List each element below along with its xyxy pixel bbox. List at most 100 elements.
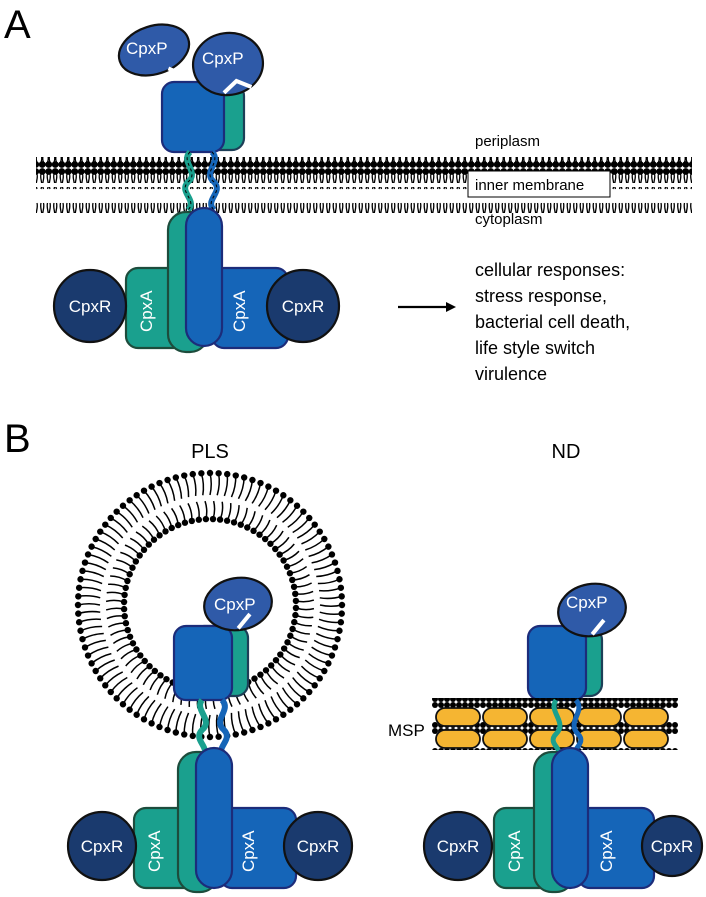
msp-helix-segment	[529, 707, 575, 727]
lipid-tail	[183, 712, 190, 735]
lipid-tail	[287, 511, 304, 528]
lipid-tail	[311, 646, 333, 657]
lipid-tail	[296, 524, 316, 539]
lipid-tail	[216, 473, 221, 496]
nd-cpxa-stalk-blue	[550, 746, 590, 890]
lipid-tail	[247, 681, 257, 699]
lipid-head	[291, 618, 298, 626]
msp-helix-segment	[435, 729, 481, 749]
lipid-head	[164, 476, 171, 484]
lipid-tail	[253, 515, 264, 532]
nd-cpxr-right-label: CpxR	[651, 837, 694, 856]
lipid-tail	[311, 553, 333, 564]
lipid-tail	[112, 567, 131, 575]
lipid-tail	[135, 695, 150, 716]
lipid-tail	[295, 607, 315, 611]
lipid-tail	[78, 618, 102, 623]
pls-cpxa-right-label: CpxA	[239, 830, 258, 872]
lipid-tail	[149, 674, 161, 691]
lipid-head	[290, 583, 298, 591]
lipid-tail	[259, 519, 271, 536]
lipid-tail	[110, 575, 128, 582]
lipid-tail	[143, 490, 156, 510]
lipid-tail	[319, 595, 342, 600]
responses-line-3: bacterial cell death,	[475, 312, 630, 332]
lipid-tail	[282, 505, 298, 523]
cpxp-left-label: CpxP	[126, 39, 168, 58]
lipid-tail	[120, 551, 137, 562]
lipid-tail	[319, 611, 342, 616]
lipid-tail	[105, 607, 125, 611]
lipid-tail	[84, 561, 107, 571]
lipid-tail	[122, 505, 139, 523]
lipid-tail	[292, 517, 310, 534]
pls-cpxa-left-label: CpxA	[145, 830, 164, 872]
lipid-tail	[141, 525, 155, 541]
lipid-tail	[116, 559, 133, 569]
lipid-tail	[87, 553, 109, 564]
lipid-tail	[158, 706, 169, 728]
lipid-tail	[215, 714, 220, 737]
pls-cpxr-right-label: CpxR	[297, 837, 340, 856]
lipid-tail	[295, 599, 315, 603]
lipid-tail	[183, 475, 190, 498]
lipid-tail	[200, 473, 205, 496]
lipid-tail	[265, 669, 279, 685]
responses-line-5: virulence	[475, 364, 547, 384]
lipid-tail	[175, 477, 183, 499]
pls-cpxp-label: CpxP	[214, 595, 256, 614]
lipid-tail	[82, 632, 104, 640]
lipid-tail	[223, 474, 229, 497]
lipid-tail	[317, 578, 340, 585]
msp-helix-segment	[435, 707, 481, 727]
lipid-tail	[79, 586, 102, 592]
lipid-tail	[116, 642, 134, 652]
nd-transmembrane-helix	[550, 698, 563, 759]
lipid-tail	[99, 530, 120, 545]
lipid-tail	[166, 708, 176, 731]
lipid-tail	[128, 691, 144, 711]
lipid-tail	[233, 505, 240, 523]
cpxa-right-label: CpxA	[230, 290, 249, 332]
lipid-head	[124, 577, 131, 585]
proteoliposome-bilayer	[74, 469, 346, 741]
msp-helix-segment	[623, 707, 669, 727]
lipid-tail	[95, 538, 116, 551]
lipid-tail	[289, 565, 308, 574]
lipid-tail	[175, 710, 183, 733]
lipid-tail	[270, 696, 284, 716]
lipid-tail	[80, 578, 103, 585]
lipid-tail	[143, 699, 156, 720]
lipid-tail	[110, 676, 128, 693]
lipid-tail	[219, 501, 224, 520]
lipid-tail	[120, 648, 137, 660]
pls-cpxa-stalk-blue	[194, 746, 234, 890]
lipid-tail	[318, 618, 341, 624]
lipid-head	[181, 472, 188, 479]
lipid-tail	[136, 494, 150, 514]
lipid-tail	[281, 687, 298, 705]
lipid-tail	[187, 503, 193, 521]
lipid-tail	[295, 590, 314, 595]
lipid-tail	[276, 499, 292, 519]
nd-cpxa-periplasmic-blue	[526, 624, 588, 702]
lipid-tail	[246, 511, 256, 528]
lipid-tail	[226, 503, 232, 522]
periplasm-label: periplasm	[475, 133, 540, 150]
lipid-tail	[296, 671, 316, 687]
lipid-tail	[319, 604, 343, 607]
lipid-tail	[170, 507, 179, 526]
lipid-tail	[104, 523, 124, 539]
lipid-tail	[150, 703, 162, 724]
nd-cpxr-right	[640, 814, 704, 878]
lipid-tail	[294, 582, 312, 588]
lipid-tail	[295, 614, 314, 619]
lipid-tail	[237, 711, 245, 733]
lipid-tail	[195, 501, 200, 520]
cpxr-left-label: CpxR	[69, 297, 112, 316]
lipid-head	[121, 612, 128, 620]
nd-cpxa-left-label: CpxA	[505, 830, 524, 872]
lipid-tail	[110, 629, 128, 636]
lipid-head	[249, 476, 256, 484]
